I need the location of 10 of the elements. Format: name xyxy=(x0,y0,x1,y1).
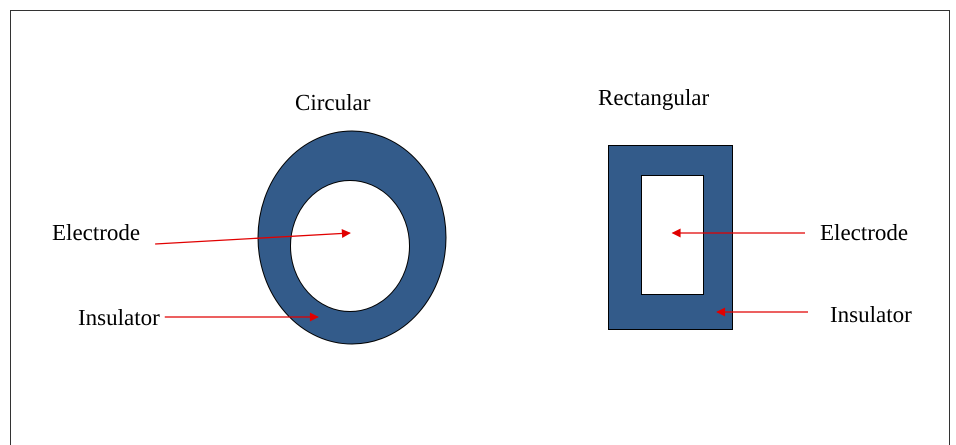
part-label: Electrode xyxy=(820,219,908,247)
part-label: Electrode xyxy=(52,219,140,247)
leader-arrow xyxy=(155,228,351,245)
part-label: Insulator xyxy=(78,304,160,332)
leader-arrow xyxy=(672,228,805,238)
part-label: Insulator xyxy=(830,301,912,329)
leader-arrow xyxy=(164,312,319,322)
shape-title: Circular xyxy=(295,89,370,117)
shape-title: Rectangular xyxy=(598,84,710,112)
leader-arrow xyxy=(716,308,808,316)
